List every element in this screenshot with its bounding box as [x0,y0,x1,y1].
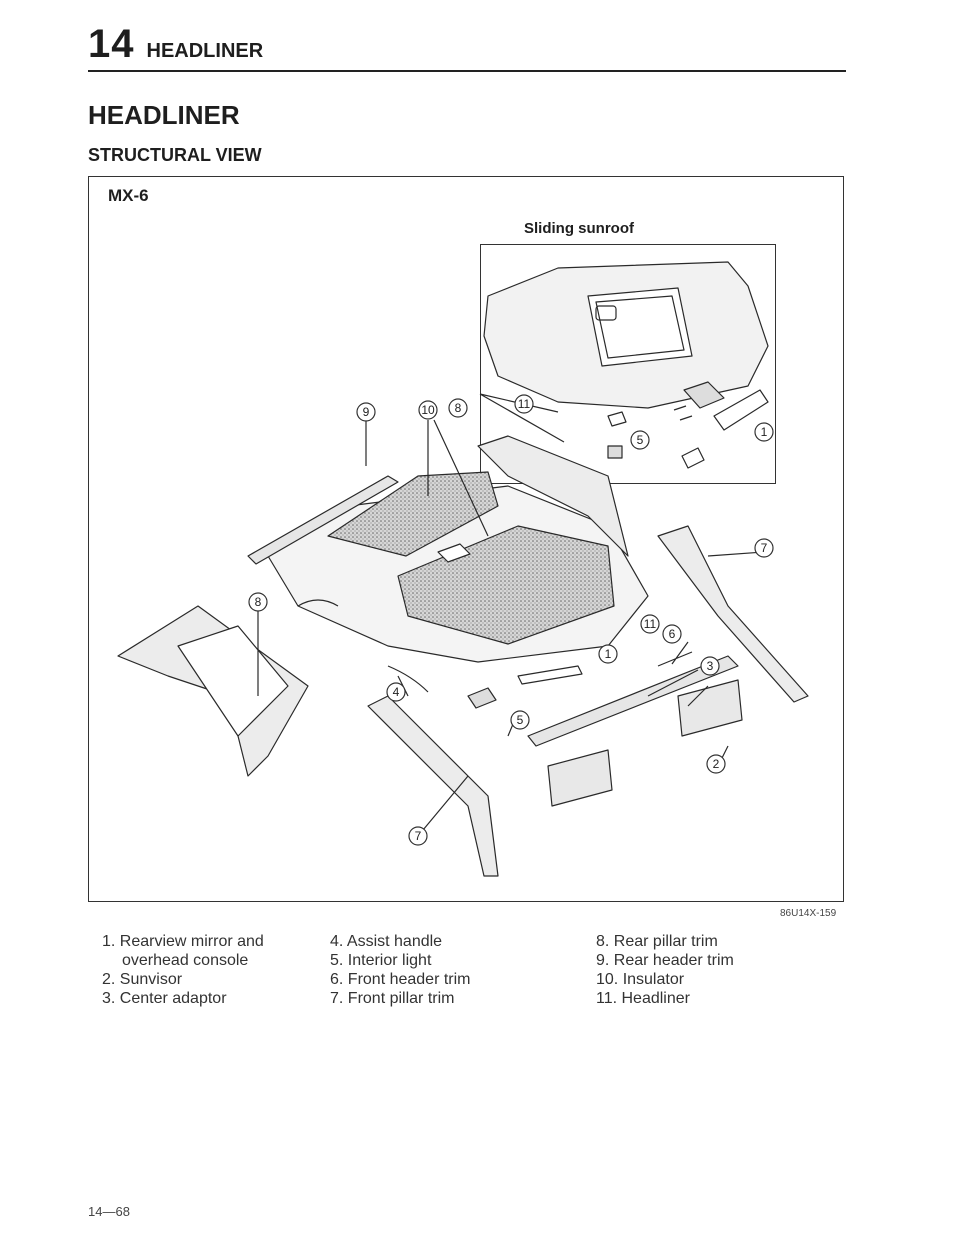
callout-text: 2 [713,757,720,771]
callout-8-left: 8 [248,592,268,612]
section-title: HEADLINER [146,40,264,62]
legend-column-2: 4. Assist handle 5. Interior light 6. Fr… [330,932,471,1008]
figure-frame [88,176,844,902]
callout-text: 8 [255,595,262,609]
callout-text: 4 [393,685,400,699]
header-rule [88,70,846,72]
sunvisor-left-drawing [547,749,613,807]
callout-1: 1 [598,644,618,664]
legend-item: 3. Center adaptor [102,990,227,1007]
legend-item: 7. Front pillar trim [330,990,455,1007]
headliner-drawing [267,471,649,663]
legend-item: 5. Interior light [330,952,432,969]
legend-item: 4. Assist handle [330,933,443,950]
callout-11: 11 [640,614,660,634]
rear-pillar-trim-left-drawing [117,605,309,777]
sunvisor-right-drawing [677,679,743,737]
callout-1-inset: 1 [754,422,774,442]
legend-item: 2. Sunvisor [102,971,183,988]
rear-header-trim-drawing [247,475,399,565]
callout-8-top: 8 [448,398,468,418]
legend-item: overhead console [122,952,249,969]
callout-text: 8 [455,401,462,415]
callout-bubbles: 9 10 8 11 5 1 8 7 11 6 1 3 4 5 2 7 [248,394,774,846]
rearview-mirror-drawing [517,665,583,685]
interior-light-drawing [467,687,497,709]
callout-text: 1 [761,425,768,439]
front-header-trim-drawing [527,655,739,747]
section-number: 14 [88,22,135,66]
callout-5: 5 [510,710,530,730]
callout-3: 3 [700,656,720,676]
front-pillar-trim-right-drawing [657,525,809,703]
assist-handle-front-drawing [387,665,429,693]
sunroof-headliner-drawing [483,261,769,469]
sunroof-inset-frame [480,244,776,484]
page-title: HEADLINER [88,100,240,130]
legend-item: 8. Rear pillar trim [596,933,718,950]
callout-11-inset: 11 [514,394,534,414]
callout-text: 1 [605,647,612,661]
inset-label: Sliding sunroof [524,220,634,237]
page-number: 14—68 [88,1204,130,1219]
legend-item: 11. Headliner [596,990,690,1007]
callout-text: 5 [637,433,644,447]
page-subtitle: STRUCTURAL VIEW [88,145,262,165]
exploded-view-illustration: 9 10 8 11 5 1 8 7 11 6 1 3 4 5 2 7 [117,261,809,877]
callout-5-inset: 5 [630,430,650,450]
model-label: MX-6 [108,186,149,205]
callout-10: 10 [418,400,438,420]
callout-text: 7 [415,829,422,843]
assist-handle-rear-drawing [297,599,339,607]
front-pillar-trim-left-drawing [367,695,499,877]
callout-7-right: 7 [754,538,774,558]
callout-text: 11 [644,617,657,631]
callout-2: 2 [706,754,726,774]
legend-item: 10. Insulator [596,971,685,988]
callout-6: 6 [662,624,682,644]
callout-7-left: 7 [408,826,428,846]
callout-text: 6 [669,627,676,641]
legend-column-3: 8. Rear pillar trim 9. Rear header trim … [596,932,734,1008]
callout-text: 5 [517,713,524,727]
callout-text: 7 [761,541,768,555]
callout-9: 9 [356,402,376,422]
section-header: 14 HEADLINER [88,22,263,67]
legend-item: 9. Rear header trim [596,952,734,969]
legend-column-1: 1. Rearview mirror and overhead console … [102,932,264,1008]
callout-text: 9 [363,405,370,419]
legend-item: 1. Rearview mirror and [102,933,264,950]
figure-code: 86U14X-159 [780,908,837,919]
callout-4: 4 [386,682,406,702]
rear-pillar-trim-right-drawing [477,435,629,557]
callout-text: 3 [707,659,714,673]
callout-text: 11 [518,397,531,411]
callout-text: 10 [421,403,435,417]
legend-item: 6. Front header trim [330,971,471,988]
